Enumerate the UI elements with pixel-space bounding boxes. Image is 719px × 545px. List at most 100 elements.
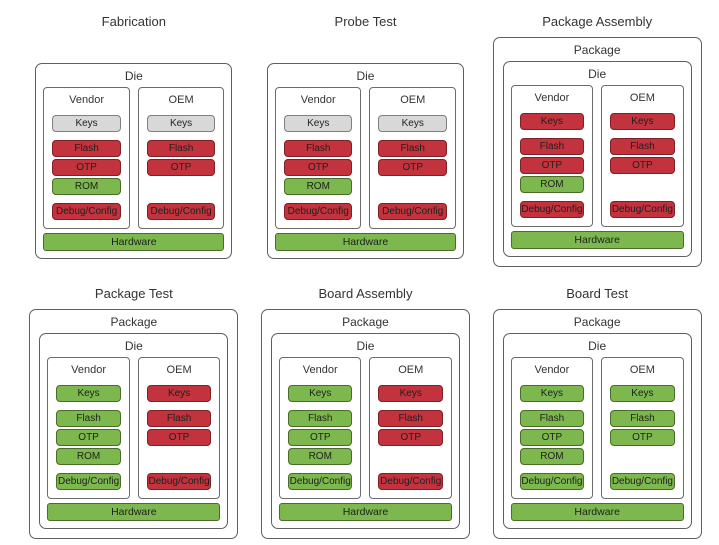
chip-keys: Keys xyxy=(56,385,121,402)
vendor-label: Vendor xyxy=(534,364,570,376)
chip-flash: Flash xyxy=(378,140,447,157)
chip-group: Keys xyxy=(519,113,585,130)
chip-keys: Keys xyxy=(283,115,353,132)
chip-debug-config: Debug/Config xyxy=(378,473,443,490)
chip-flash: Flash xyxy=(519,138,585,155)
chip-keys: Keys xyxy=(287,385,353,402)
vendor-label: Vendor xyxy=(69,94,105,106)
chip-group: Keys xyxy=(610,385,675,402)
chip-group: Debug/Config xyxy=(610,201,675,218)
chip-group: Debug/Config xyxy=(146,203,216,220)
hardware-bar: Hardware xyxy=(510,503,684,521)
die-label: Die xyxy=(124,339,143,353)
chip-debug-config: Debug/Config xyxy=(146,203,216,220)
die-label: Die xyxy=(588,67,607,81)
vendor-label: Vendor xyxy=(302,364,338,376)
chip-rom: ROM xyxy=(287,448,353,465)
chip-keys: Keys xyxy=(519,113,585,130)
chip-group: Keys xyxy=(146,115,216,132)
chip-group: Debug/Config xyxy=(283,203,353,220)
chip-otp: OTP xyxy=(56,429,121,446)
vendor-label: Vendor xyxy=(71,364,107,376)
chip-keys: Keys xyxy=(146,115,216,132)
chip-debug-config: Debug/Config xyxy=(283,203,353,220)
hardware-bar: Hardware xyxy=(43,233,225,251)
hardware-bar: Hardware xyxy=(278,503,452,521)
chip-group: Debug/Config xyxy=(146,473,212,490)
chip-rom: ROM xyxy=(52,178,121,195)
chip-group: Keys xyxy=(287,385,353,402)
chip-debug-config: Debug/Config xyxy=(519,201,585,218)
chip-otp: OTP xyxy=(146,159,216,176)
vendor-label: Vendor xyxy=(534,92,570,104)
die-label: Die xyxy=(356,69,375,83)
chip-group: Debug/Config xyxy=(287,473,353,490)
chip-group: Debug/Config xyxy=(56,473,121,490)
chip-flash: Flash xyxy=(610,138,675,155)
chip-keys: Keys xyxy=(146,385,212,402)
chip-keys: Keys xyxy=(610,113,675,130)
chip-group: Debug/Config xyxy=(610,473,675,490)
chip-keys: Keys xyxy=(378,385,443,402)
chip-debug-config: Debug/Config xyxy=(287,473,353,490)
package-label: Package xyxy=(573,315,621,329)
hardware-bar: Hardware xyxy=(274,233,456,251)
chip-group: Keys xyxy=(378,115,447,132)
chip-group: Keys xyxy=(378,385,443,402)
stage-title: Board Assembly xyxy=(318,286,413,301)
chip-debug-config: Debug/Config xyxy=(146,473,212,490)
chip-group: Debug/Config xyxy=(519,201,585,218)
chip-keys: Keys xyxy=(519,385,585,402)
package-label: Package xyxy=(573,43,621,57)
die-label: Die xyxy=(124,69,143,83)
stage-title: Fabrication xyxy=(101,14,166,29)
chip-flash: Flash xyxy=(146,140,216,157)
chip-flash: Flash xyxy=(287,410,353,427)
oem-label: OEM xyxy=(629,364,655,376)
stage-title: Package Assembly xyxy=(542,14,653,29)
oem-label: OEM xyxy=(629,92,655,104)
chip-otp: OTP xyxy=(378,159,447,176)
chip-flash: Flash xyxy=(146,410,212,427)
chip-group: Keys xyxy=(610,113,675,130)
stage: Package Assembly Package Die Vendor Keys… xyxy=(487,8,707,280)
oem-label: OEM xyxy=(398,364,424,376)
chip-debug-config: Debug/Config xyxy=(610,473,675,490)
chip-group: Debug/Config xyxy=(519,473,585,490)
chip-debug-config: Debug/Config xyxy=(610,201,675,218)
hardware-bar: Hardware xyxy=(510,231,684,249)
chip-otp: OTP xyxy=(146,429,212,446)
